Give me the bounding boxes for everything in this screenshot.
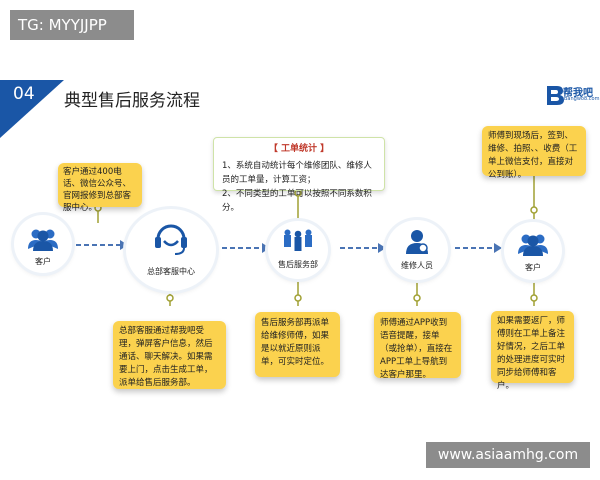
- node-service-center: 总部客服中心: [126, 209, 216, 291]
- team-icon: [284, 229, 312, 251]
- stats-header: 【 工单统计 】: [268, 144, 330, 154]
- node-label: 客户: [35, 257, 51, 266]
- note-return-shop: 如果需要返厂，师傅则在工单上备注好情况，之后工单的处理进度可实时同步给师傅和客户…: [491, 311, 574, 391]
- node-customer-end: 客户: [504, 222, 562, 280]
- note-technician: 师傅通过APP收到语音提醒，接单（或抢单），直接在APP工单上导航到达客户那里。: [374, 312, 461, 380]
- note-aftersales-dept: 售后服务部再派单给维修师傅，如果是以就近原则派单，可实时定位。: [255, 312, 340, 377]
- logo-mark-icon: [547, 86, 564, 105]
- worker-icon: [406, 230, 428, 254]
- node-label: 客户: [525, 263, 541, 272]
- stats-line-1: 1、系统自动统计每个维修团队、维修人员的工单量，计算工资；: [222, 161, 372, 185]
- node-label: 维修人员: [401, 261, 433, 270]
- node-label: 总部客服中心: [147, 267, 195, 276]
- headset-icon: [155, 224, 187, 255]
- watermark-top: TG: MYYJJPP: [10, 10, 134, 40]
- note-customer-contact: 客户通过400电话、微信公众号、官网报修到总部客服中心。: [58, 163, 142, 213]
- logo-subtext: Bangwo8.com: [564, 96, 600, 102]
- node-label: 售后服务部: [278, 260, 318, 269]
- note-service-center: 总部客服通过帮我吧受理，弹屏客户信息，然后通话、聊天解决。如果需要上门，点击生成…: [113, 321, 226, 389]
- node-technician: 维修人员: [386, 220, 448, 280]
- step-number: 04: [13, 84, 35, 104]
- step-corner-banner: [0, 80, 64, 138]
- node-customer-start: 客户: [14, 215, 72, 273]
- note-onsite: 师傅到现场后，签到、维修、拍照、、收费（工单上微信支付，直接对公到账）。: [482, 126, 586, 180]
- stats-box: 【 工单统计 】 1、系统自动统计每个维修团队、维修人员的工单量，计算工资； 2…: [213, 137, 385, 213]
- logo-text: 帮我吧: [563, 88, 593, 99]
- page-title: 典型售后服务流程: [64, 91, 200, 111]
- stats-line-2: 2、不同类型的工单可以按照不同系数积分。: [222, 189, 372, 213]
- watermark-bottom: www.asiaamhg.com: [426, 442, 590, 468]
- node-aftersales-dept: 售后服务部: [268, 221, 328, 279]
- users-icon: [28, 229, 58, 251]
- users-icon: [518, 234, 548, 256]
